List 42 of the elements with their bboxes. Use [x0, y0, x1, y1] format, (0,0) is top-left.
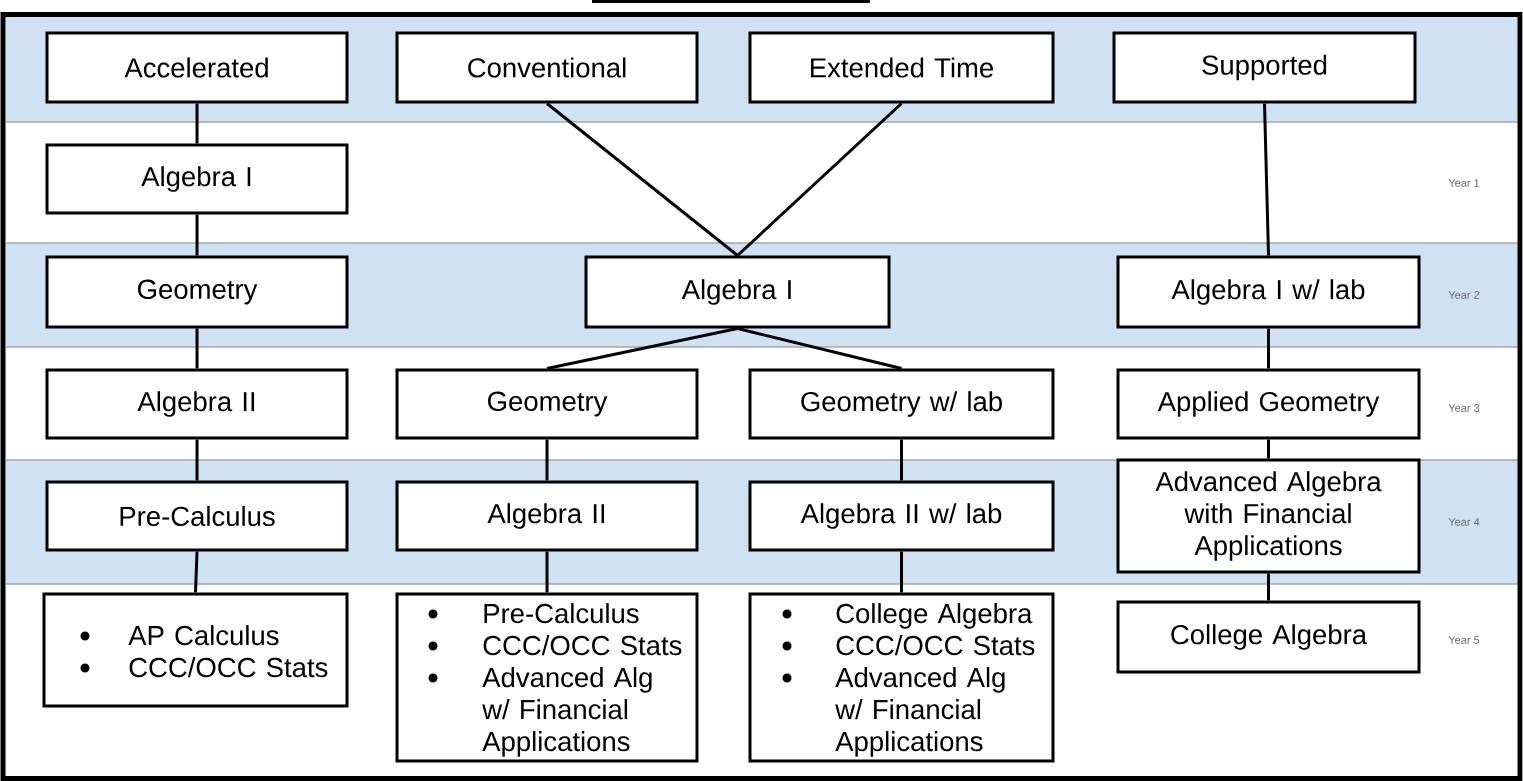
course-box: Pre-Calculus	[45, 480, 349, 552]
connector-line	[195, 328, 199, 369]
course-box: Geometry	[45, 255, 349, 329]
course-box: Pre-Calculus CCC/OCC Stats Advanced Alg w/ Financial Applications	[395, 592, 699, 763]
connector-line	[1267, 439, 1270, 459]
year-label: Year 5	[1448, 636, 1480, 644]
course-box: Geometry w/ lab	[748, 368, 1055, 440]
course-box: Applied Geometry	[1116, 368, 1421, 440]
connector-line	[546, 102, 739, 257]
course-box: College Algebra	[1116, 600, 1421, 674]
connector-line	[1267, 573, 1270, 601]
course-box: Advanced Algebra with Financial Applications	[1116, 458, 1421, 574]
year-label: Year 2	[1448, 291, 1480, 299]
connector-line	[1267, 328, 1270, 369]
course-box: Algebra II	[395, 480, 699, 552]
connector-line	[900, 439, 903, 481]
course-box: AP Calculus CCC/OCC Stats	[42, 592, 349, 708]
connector-line	[545, 439, 549, 481]
year-label: Year 3	[1448, 404, 1480, 412]
course-box: College Algebra CCC/OCC Stats Advanced Alg w/ Financial Applications	[748, 592, 1055, 763]
connector-line	[737, 327, 902, 370]
connector-line	[736, 102, 903, 257]
connector-line	[195, 103, 199, 144]
course-box: Accelerated	[45, 31, 349, 104]
course-box: Algebra II	[45, 368, 349, 440]
course-box: Conventional	[395, 31, 699, 104]
connector-line	[1263, 103, 1270, 256]
course-box: Algebra II w/ lab	[748, 480, 1055, 552]
year-label: Year 1	[1448, 179, 1480, 187]
connector-line	[546, 327, 738, 370]
course-box: Supported	[1112, 31, 1417, 104]
connector-line	[900, 551, 903, 593]
connector-line	[194, 551, 199, 593]
connector-line	[195, 439, 199, 481]
course-box: Algebra I	[584, 255, 891, 329]
course-box: Extended Time	[748, 31, 1055, 104]
course-box: Geometry	[395, 368, 699, 440]
course-box: Algebra I w/ lab	[1116, 255, 1421, 329]
year-label: Year 4	[1448, 518, 1480, 526]
connector-line	[545, 551, 549, 593]
course-box: Algebra I	[45, 143, 349, 215]
connector-line	[195, 214, 199, 256]
